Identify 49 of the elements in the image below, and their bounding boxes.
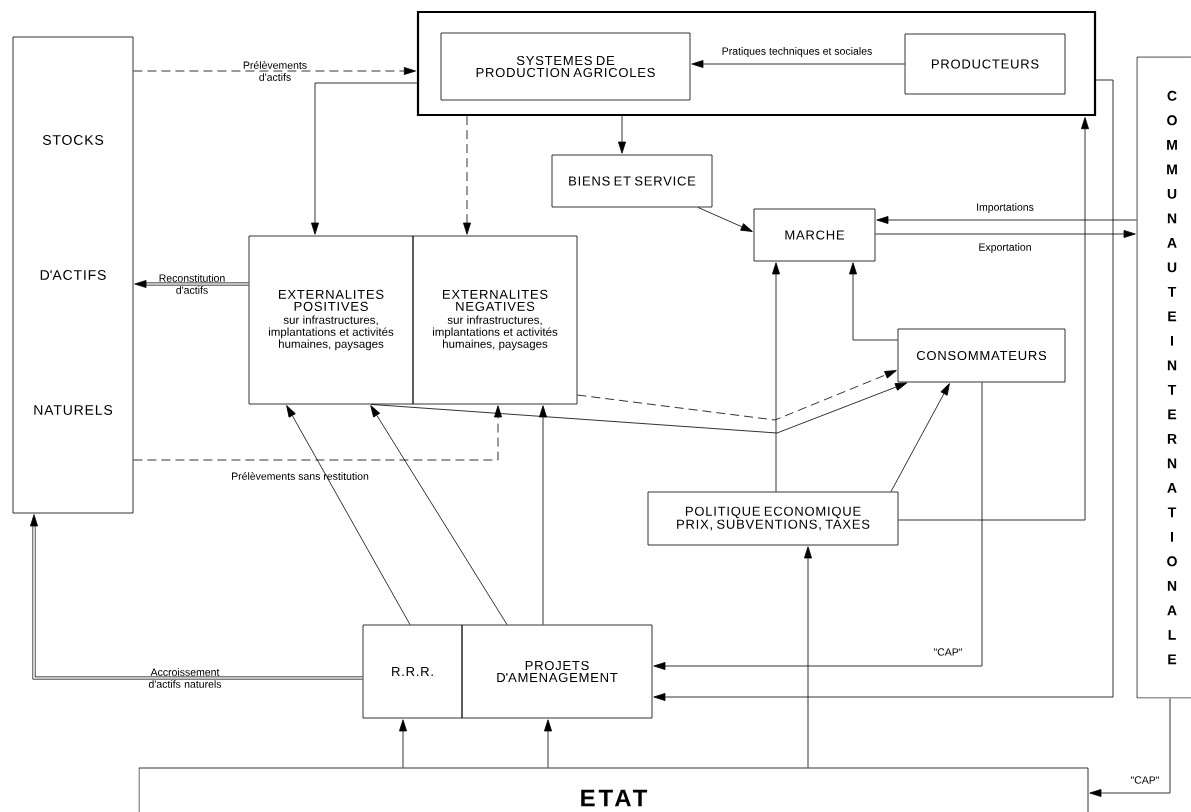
arrow: [134, 280, 250, 288]
frame-box: [416, 10, 1097, 117]
edge-label: "CAP": [933, 648, 963, 656]
edge-label: Exportation: [979, 243, 1031, 253]
edge-label: Accroissement d'actifs naturels: [148, 668, 222, 688]
process-box: R.R.R.: [362, 624, 463, 719]
arrow: [876, 216, 1137, 224]
arrow: [849, 262, 898, 341]
edge-label: Pratiques techniques et sociales: [722, 47, 872, 57]
arrow: [539, 405, 547, 625]
edge-label: Reconstitution d'actifs: [159, 274, 225, 294]
process-box: PROJETS D'AMENAGEMENT: [461, 624, 653, 719]
arrow: [691, 60, 905, 68]
arrow: [463, 115, 471, 235]
arrow: [653, 382, 983, 670]
arrow: [653, 79, 1114, 701]
arrow: [804, 546, 812, 768]
edge-label: Importations: [977, 203, 1034, 213]
process-box: BIENS ET SERVICE: [551, 154, 713, 208]
process-box: EXTERNALITES POSITIVES sur infrastructures, implantations et activités humaines, paysages: [248, 235, 414, 405]
arrow: [370, 382, 908, 434]
arrow: [370, 405, 508, 625]
arrow: [133, 67, 416, 75]
arrow: [133, 405, 502, 461]
arrow: [399, 719, 407, 768]
process-box: STOCKS D'ACTIFS NATURELS: [12, 36, 134, 514]
process-box: SYSTEMES DE PRODUCTION AGRICOLES: [440, 32, 691, 101]
process-box: ETAT: [138, 767, 1089, 812]
arrow: [577, 370, 897, 421]
arrow: [311, 82, 418, 235]
process-box: MARCHE: [753, 208, 876, 262]
arrow: [772, 262, 780, 492]
process-box: POLITIQUE ECONOMIQUE PRIX, SUBVENTIONS, TAXES: [647, 491, 899, 546]
arrow: [618, 115, 626, 154]
arrow: [875, 230, 1136, 238]
arrow: [697, 207, 753, 232]
edge-label: Prélèvements d'actifs: [243, 61, 307, 81]
arrow: [1089, 698, 1171, 797]
process-box: PRODUCTEURS: [904, 33, 1066, 95]
arrow: [286, 405, 411, 625]
edge-label: Prélèvements sans restitution: [232, 472, 369, 480]
arrow: [898, 117, 1089, 521]
arrow: [30, 514, 364, 680]
process-box: CONSOMMATEURS: [897, 328, 1066, 383]
arrow: [544, 719, 552, 768]
process-box: COMMUNAUTE INTERNATIONALE: [1136, 56, 1191, 699]
arrow: [890, 383, 950, 492]
process-box: EXTERNALITES NEGATIVES sur infrastructures, implantations et activités humaines, paysages: [412, 235, 578, 405]
edge-label: "CAP": [1130, 776, 1160, 784]
